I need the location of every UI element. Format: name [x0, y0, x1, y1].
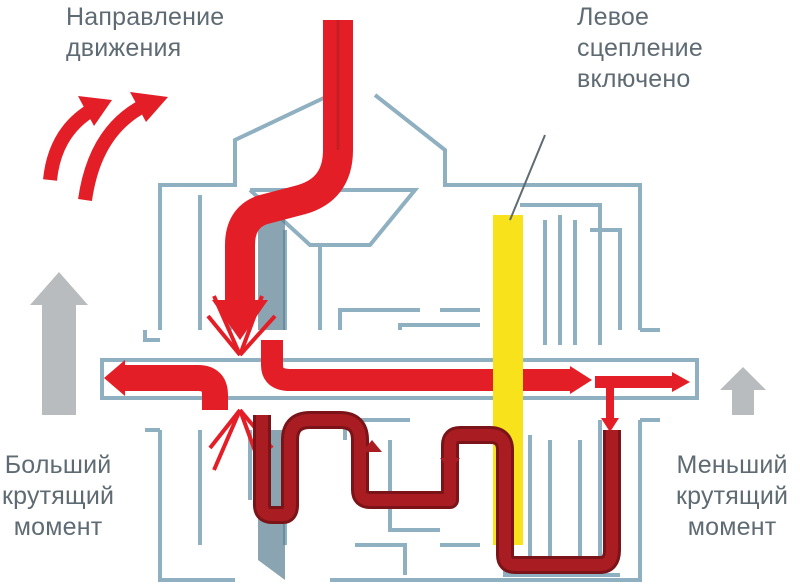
clutch-callout-line	[509, 134, 546, 221]
lesser-torque-arrow-icon	[720, 367, 766, 415]
greater-torque-label: Больший крутящий момент	[2, 451, 115, 541]
return-torque-flow	[253, 411, 621, 574]
greater-torque-arrow-icon	[30, 272, 88, 415]
direction-of-travel-label: Направление движения	[66, 3, 225, 62]
direction-arrows-icon	[43, 92, 168, 202]
input-torque-flow	[104, 20, 690, 471]
lesser-torque-label: Меньший крутящий момент	[676, 451, 789, 541]
left-clutch-engaged-label: Левое сцепление включено	[577, 3, 703, 93]
